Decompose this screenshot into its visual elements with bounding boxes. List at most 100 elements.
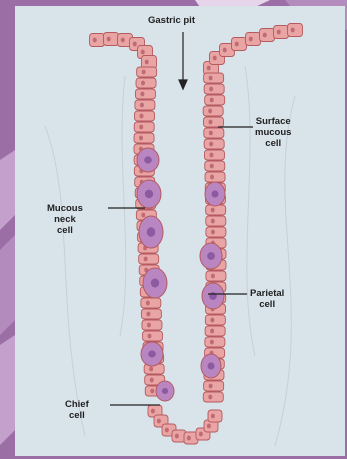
epithelial-cell — [206, 216, 226, 226]
cell-nucleus — [209, 87, 213, 92]
cell-nucleus — [211, 230, 215, 235]
cell-nucleus — [141, 50, 145, 55]
cell-nucleus — [149, 367, 153, 372]
epithelial-cell — [204, 139, 224, 149]
epithelial-cell — [136, 78, 156, 88]
diagram-panel: Gastric pit Surface mucous cell Mucous n… — [15, 6, 345, 456]
cell-nucleus — [210, 98, 214, 103]
cell-nucleus — [142, 70, 146, 75]
cell-nucleus — [291, 28, 295, 33]
epithelial-cell — [203, 392, 223, 402]
epithelial-cell — [246, 33, 261, 46]
cell-nucleus — [187, 436, 191, 441]
epithelial-cell — [205, 326, 225, 336]
cell-nucleus — [209, 76, 213, 81]
gland-cell-nucleus — [209, 292, 217, 300]
epithelial-cell — [204, 381, 224, 391]
epithelial-cell — [232, 38, 247, 51]
cell-nucleus — [145, 60, 149, 65]
cell-nucleus — [249, 37, 253, 42]
epithelial-cell — [206, 205, 226, 215]
epithelial-cell — [134, 122, 154, 132]
cell-nucleus — [208, 395, 212, 400]
epithelial-cell — [260, 29, 275, 42]
cell-nucleus — [208, 109, 212, 114]
epithelial-cell — [204, 128, 224, 138]
surface-mucous-cell-label: Surface mucous cell — [255, 116, 291, 149]
cell-nucleus — [211, 219, 215, 224]
cell-nucleus — [140, 114, 144, 119]
cell-nucleus — [210, 164, 214, 169]
epithelial-cell — [204, 73, 224, 83]
epithelial-cell — [204, 150, 224, 160]
cell-nucleus — [210, 318, 214, 323]
epithelial-cell — [104, 33, 119, 46]
epithelial-cell — [141, 309, 161, 319]
epithelial-cell — [205, 315, 225, 325]
cell-nucleus — [210, 340, 214, 345]
cell-nucleus — [207, 424, 211, 429]
cell-nucleus — [211, 274, 215, 279]
cell-nucleus — [209, 384, 213, 389]
gland-cell-nucleus — [208, 362, 215, 369]
cell-nucleus — [146, 301, 150, 306]
cell-nucleus — [140, 92, 144, 97]
gland-cell-nucleus — [151, 279, 159, 288]
epithelial-cell — [206, 271, 226, 281]
cell-nucleus — [150, 378, 154, 383]
epithelial-cell — [141, 298, 161, 308]
epithelial-cell — [143, 331, 163, 341]
epithelial-cell — [90, 34, 105, 47]
epithelial-cell — [208, 410, 222, 422]
cell-nucleus — [157, 419, 161, 424]
cell-nucleus — [148, 334, 152, 339]
mucous-neck-cell-label: Mucous neck cell — [47, 203, 83, 236]
gland-cell-nucleus — [162, 388, 168, 394]
epithelial-cell — [205, 337, 225, 347]
cell-nucleus — [165, 428, 169, 433]
cell-nucleus — [210, 175, 214, 180]
epithelial-cell — [142, 320, 162, 330]
epithelial-cell — [206, 227, 226, 237]
cell-nucleus — [277, 30, 281, 35]
cell-nucleus — [107, 37, 111, 42]
cell-nucleus — [151, 409, 155, 414]
cell-nucleus — [209, 142, 213, 147]
gastric-pit-arrowhead — [179, 80, 187, 89]
epithelial-cell — [205, 161, 225, 171]
cell-nucleus — [263, 33, 267, 38]
cell-nucleus — [146, 312, 150, 317]
cell-nucleus — [211, 208, 215, 213]
epithelial-cell — [134, 133, 154, 143]
cell-nucleus — [175, 434, 179, 439]
gland-cell-nucleus — [145, 190, 153, 198]
cell-nucleus — [141, 213, 145, 218]
epithelial-cell — [205, 172, 225, 182]
epithelial-cell — [205, 95, 225, 105]
cell-nucleus — [209, 131, 213, 136]
tissue-layer — [45, 24, 303, 447]
cell-nucleus — [223, 48, 227, 53]
chief-cell-label: Chief cell — [65, 399, 89, 421]
gland-cell-nucleus — [147, 227, 155, 237]
cell-nucleus — [93, 38, 97, 43]
epithelial-cell — [135, 89, 155, 99]
epithelial-cell — [135, 100, 155, 110]
epithelial-cell — [204, 117, 224, 127]
cell-nucleus — [211, 414, 215, 419]
gland-cell-nucleus — [207, 252, 215, 260]
epithelial-cell — [203, 106, 223, 116]
pointer-lines — [108, 32, 253, 405]
cell-nucleus — [144, 257, 148, 262]
cell-nucleus — [209, 153, 213, 158]
epithelial-cell — [137, 67, 157, 77]
gland-cell-nucleus — [212, 190, 219, 197]
cell-nucleus — [140, 103, 144, 108]
gastric-pit-label: Gastric pit — [148, 15, 195, 26]
epithelial-cell — [274, 26, 289, 39]
cell-nucleus — [139, 136, 143, 141]
cell-nucleus — [199, 432, 203, 437]
epithelial-cell — [139, 254, 159, 264]
epithelial-cell — [288, 24, 303, 37]
cell-nucleus — [213, 56, 217, 61]
